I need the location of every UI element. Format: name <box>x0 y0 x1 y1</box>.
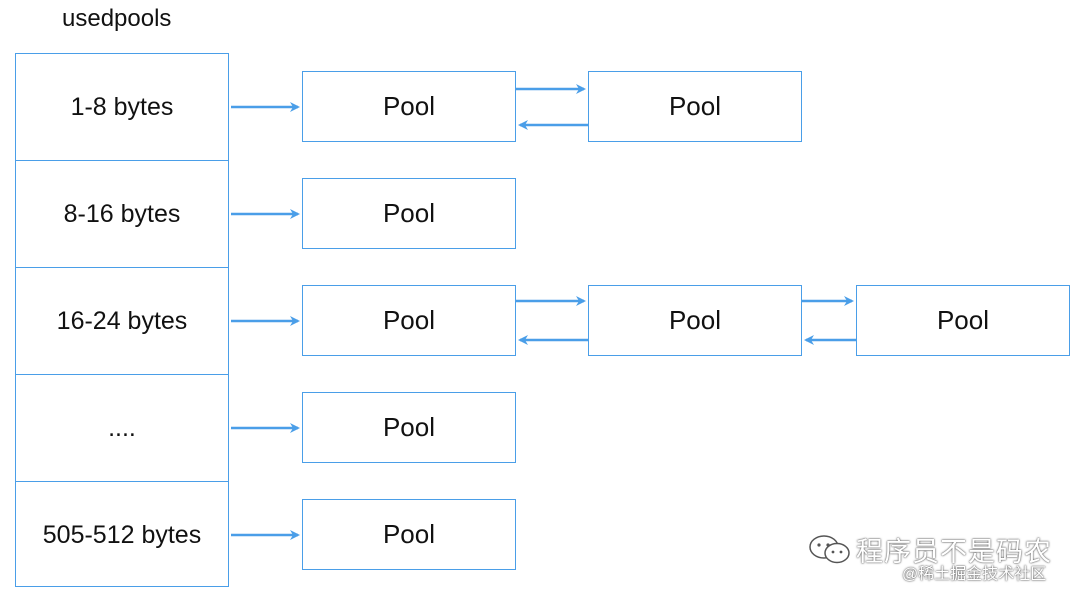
pool-label: Pool <box>382 412 436 442</box>
bucket-label: 505-512 bytes <box>42 521 202 549</box>
watermark-sub: @稀土掘金技术社区 <box>902 566 1047 583</box>
pool-box: Pool <box>302 71 516 142</box>
pool-box: Pool <box>302 392 516 463</box>
bucket-1-8: 1-8 bytes <box>16 54 228 161</box>
pool-label: Pool <box>668 91 722 121</box>
pool-box: Pool <box>856 285 1070 356</box>
bucket-label: 1-8 bytes <box>70 92 174 121</box>
watermark: 程序员不是码农 @稀土掘金技术社区 <box>808 526 1068 590</box>
pool-label: Pool <box>382 91 436 121</box>
bucket-label: 8-16 bytes <box>63 199 181 228</box>
bucket-8-16: 8-16 bytes <box>16 161 228 268</box>
bucket-16-24: 16-24 bytes <box>16 268 228 375</box>
diagram-title: usedpools <box>62 5 172 32</box>
pool-box: Pool <box>588 285 802 356</box>
pool-label: Pool <box>382 519 436 549</box>
pool-box: Pool <box>302 285 516 356</box>
pool-box: Pool <box>302 178 516 249</box>
bucket-505-512: 505-512 bytes <box>16 482 228 589</box>
pool-box: Pool <box>588 71 802 142</box>
usedpools-array: 1-8 bytes 8-16 bytes 16-24 bytes .... 50… <box>15 53 229 587</box>
pool-label: Pool <box>936 305 990 335</box>
bucket-ellipsis: .... <box>16 375 228 482</box>
bucket-label: .... <box>108 413 136 442</box>
watermark-brand: 程序员不是码农 <box>856 537 1052 567</box>
bucket-label: 16-24 bytes <box>56 306 188 335</box>
wechat-icon <box>809 535 850 564</box>
pool-label: Pool <box>668 305 722 335</box>
pool-label: Pool <box>382 305 436 335</box>
pool-box: Pool <box>302 499 516 570</box>
pool-label: Pool <box>382 198 436 228</box>
